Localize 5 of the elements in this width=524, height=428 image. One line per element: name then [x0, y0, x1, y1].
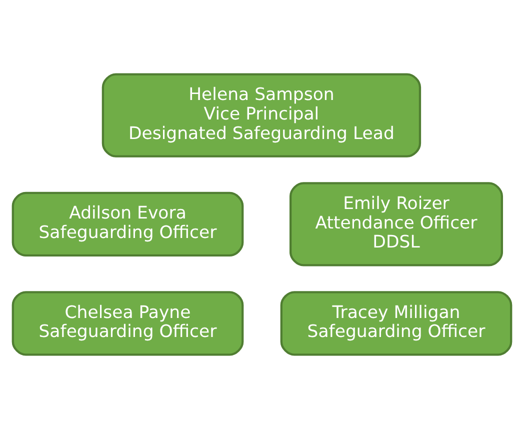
node-box: Tracey Milligan Safeguarding Officer [280, 290, 512, 356]
node-box: Adilson Evora Safeguarding Officer [12, 191, 244, 256]
node-box: Helena Sampson Vice Principal Designated Safeguarding Lead [102, 72, 422, 157]
node-box: Chelsea Payne Safeguarding Officer [12, 290, 244, 356]
node-box: Emily Roizer Attendance Officer DDSL [290, 182, 504, 266]
